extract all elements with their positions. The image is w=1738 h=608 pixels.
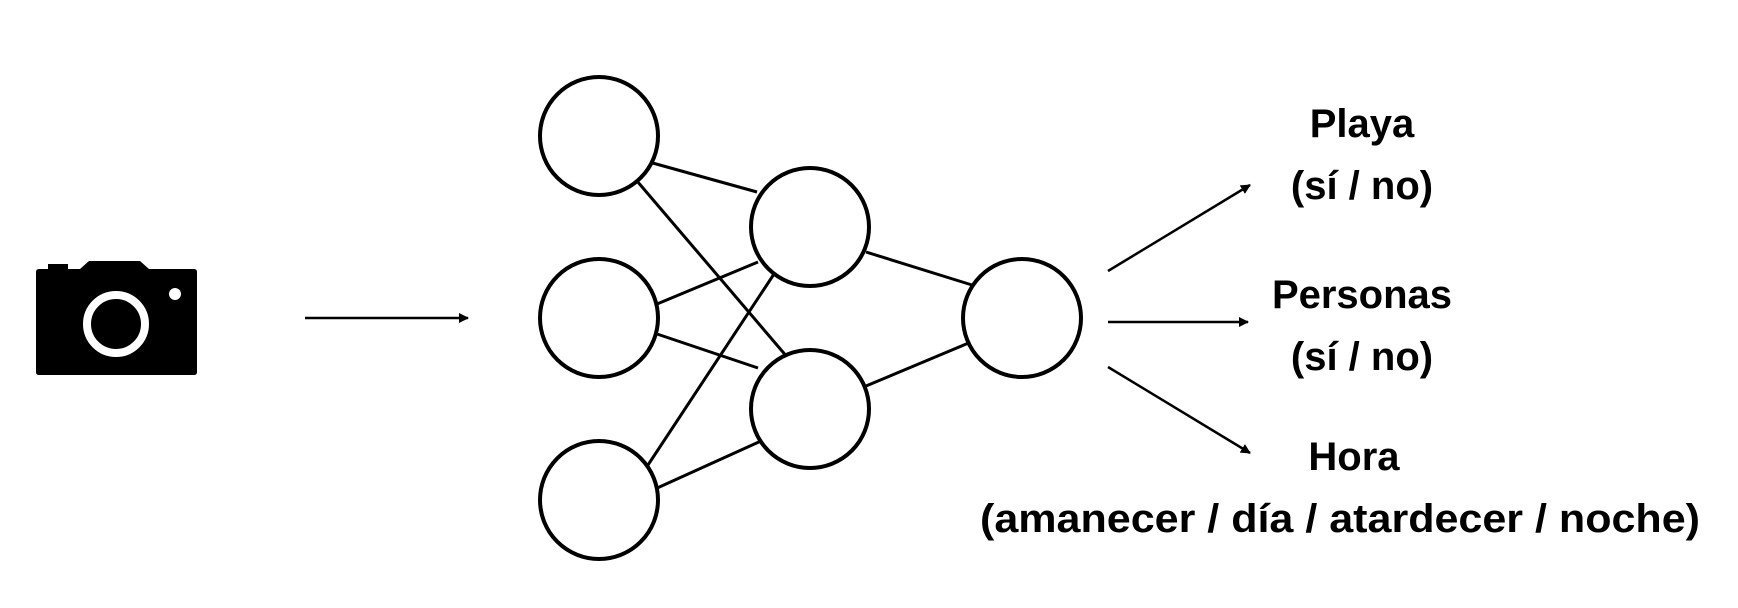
edge-i2-h2 xyxy=(656,332,759,370)
output-options-playa: (sí / no) xyxy=(1291,164,1433,208)
output-arrow-playa xyxy=(1107,183,1251,273)
edge-i3-h2 xyxy=(654,439,762,491)
output-label-personas: Personas xyxy=(1272,273,1452,317)
output-label-playa: Playa xyxy=(1310,102,1415,146)
edge-i1-h2 xyxy=(635,180,790,359)
output-arrow-hora xyxy=(1107,365,1251,455)
edge-i1-h1 xyxy=(648,160,758,194)
edge-h1-o1 xyxy=(865,250,973,287)
output-node xyxy=(961,257,1083,379)
output-labels: Playa (sí / no) Personas (sí / no) Hora … xyxy=(980,102,1700,541)
camera-icon xyxy=(36,261,197,375)
input-node-2 xyxy=(538,257,660,379)
network-edges xyxy=(635,160,973,491)
network-nodes xyxy=(538,75,1083,561)
output-arrows xyxy=(1107,183,1251,455)
output-options-hora: (amanecer / día / atardecer / noche) xyxy=(980,497,1700,541)
input-node-1 xyxy=(538,75,660,197)
output-options-personas: (sí / no) xyxy=(1291,335,1433,379)
edge-i3-h1 xyxy=(644,270,778,469)
input-node-3 xyxy=(538,439,660,561)
edge-h2-o1 xyxy=(865,340,972,388)
hidden-node-2 xyxy=(749,348,871,470)
output-label-hora: Hora xyxy=(1308,435,1400,479)
edge-i2-h1 xyxy=(656,260,759,306)
hidden-node-1 xyxy=(749,166,871,288)
